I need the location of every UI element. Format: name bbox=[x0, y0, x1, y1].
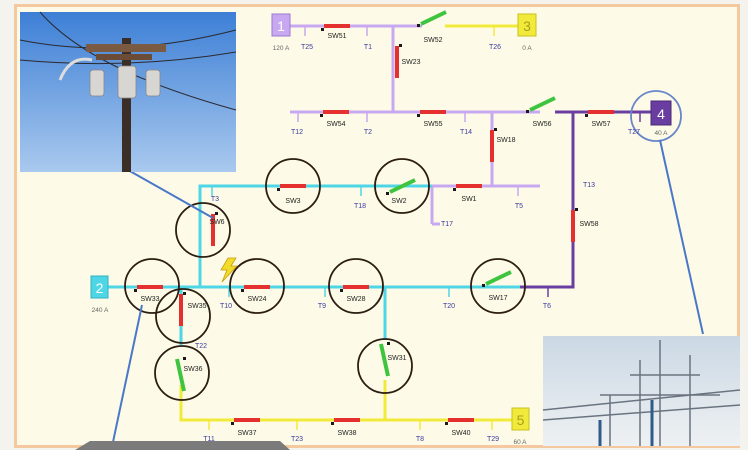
switch-label: SW52 bbox=[423, 37, 442, 44]
feeder-2-lines bbox=[108, 184, 520, 345]
switch-label: SW36 bbox=[183, 366, 202, 373]
terminal-t13: T13 bbox=[583, 182, 595, 189]
switch-sw2[interactable]: SW2 bbox=[386, 178, 416, 205]
source-5: 5 60 A bbox=[511, 407, 530, 446]
source-1-id: 1 bbox=[277, 18, 285, 34]
source-3: 3 0 A bbox=[517, 13, 537, 52]
terminal-t12: T12 bbox=[291, 129, 303, 136]
switch-sw56[interactable]: SW56 bbox=[526, 96, 556, 128]
switch-sw31[interactable]: SW31 bbox=[379, 342, 407, 377]
terminal-t26: T26 bbox=[489, 44, 501, 51]
switch-label: SW28 bbox=[346, 296, 365, 303]
source-5-current: 60 A bbox=[513, 439, 527, 446]
switch-sw6[interactable]: SW6 bbox=[209, 212, 225, 246]
terminal-t3: T3 bbox=[211, 196, 219, 203]
switch-label: SW17 bbox=[488, 295, 507, 302]
switch-sw17[interactable]: SW17 bbox=[482, 270, 512, 302]
highlight-circles bbox=[124, 90, 682, 401]
switch-sw38[interactable]: SW38 bbox=[331, 418, 360, 437]
substation-photo bbox=[542, 336, 741, 446]
source-3-current: 0 A bbox=[522, 45, 532, 52]
switch-sw40[interactable]: SW40 bbox=[445, 418, 474, 437]
switch-label: SW56 bbox=[532, 121, 551, 128]
terminal-t14: T14 bbox=[460, 129, 472, 136]
terminal-t17: T17 bbox=[441, 221, 453, 228]
switch-label: SW18 bbox=[496, 137, 515, 144]
switch-label: SW24 bbox=[247, 296, 266, 303]
switch-label: SW57 bbox=[591, 121, 610, 128]
switch-sw18[interactable]: SW18 bbox=[490, 128, 516, 162]
switch-label: SW2 bbox=[391, 198, 406, 205]
switch-label: SW35 bbox=[187, 303, 206, 310]
switch-label: SW58 bbox=[579, 221, 598, 228]
switch-label: SW37 bbox=[237, 430, 256, 437]
source-4-current: 40 A bbox=[654, 130, 668, 137]
source-5-id: 5 bbox=[517, 412, 525, 428]
switch-sw1[interactable]: SW1 bbox=[453, 184, 482, 203]
feeder-1-stubs bbox=[297, 26, 519, 196]
switch-label: SW23 bbox=[401, 59, 420, 66]
source-1-current: 120 A bbox=[273, 45, 290, 52]
feeder-5-lines bbox=[179, 380, 512, 422]
switch-sw55[interactable]: SW55 bbox=[417, 110, 446, 128]
switch-sw24[interactable]: SW24 bbox=[241, 285, 270, 303]
source-2-current: 240 A bbox=[92, 307, 109, 314]
source-3-id: 3 bbox=[523, 18, 531, 34]
feeder-4-lines bbox=[515, 110, 653, 289]
switch-sw57[interactable]: SW57 bbox=[585, 110, 614, 128]
fault-lightning-icon bbox=[220, 257, 238, 283]
terminal-t9: T9 bbox=[318, 303, 326, 310]
switch-label: SW40 bbox=[451, 430, 470, 437]
switch-sw3[interactable]: SW3 bbox=[277, 184, 306, 205]
source-1: 1 120 A bbox=[271, 13, 291, 52]
switch-sw33[interactable]: SW33 bbox=[134, 285, 163, 303]
terminal-t6: T6 bbox=[543, 303, 551, 310]
switch-label: SW31 bbox=[387, 355, 406, 362]
pole-photo bbox=[19, 11, 237, 172]
switch-label: SW3 bbox=[285, 198, 300, 205]
terminal-t25: T25 bbox=[301, 44, 313, 51]
switch-sw23[interactable]: SW23 bbox=[395, 44, 421, 78]
photo-edge bbox=[75, 441, 290, 450]
source-2: 2 240 A bbox=[90, 275, 109, 314]
terminal-t29: T29 bbox=[487, 436, 499, 443]
callout-lines bbox=[112, 139, 704, 443]
switch-sw58[interactable]: SW58 bbox=[571, 208, 599, 242]
switch-label: SW6 bbox=[209, 219, 224, 226]
switch-label: SW38 bbox=[337, 430, 356, 437]
source-2-id: 2 bbox=[96, 280, 104, 296]
terminal-t5: T5 bbox=[515, 203, 523, 210]
switch-sw37[interactable]: SW37 bbox=[231, 418, 260, 437]
terminal-t11: T11 bbox=[203, 436, 215, 443]
switch-sw52[interactable]: SW52 bbox=[417, 10, 447, 44]
terminal-t8: T8 bbox=[416, 436, 424, 443]
terminal-t18: T18 bbox=[354, 203, 366, 210]
terminal-t22: T22 bbox=[195, 343, 207, 350]
terminal-t10: T10 bbox=[220, 303, 232, 310]
switch-sw28[interactable]: SW28 bbox=[340, 285, 369, 303]
switch-label: SW51 bbox=[327, 33, 346, 40]
source-4-id: 4 bbox=[657, 106, 665, 122]
switch-sw35[interactable]: SW35 bbox=[179, 292, 207, 326]
switch-label: SW33 bbox=[140, 296, 159, 303]
terminal-t1: T1 bbox=[364, 44, 372, 51]
switch-label: SW1 bbox=[461, 196, 476, 203]
switch-sw51[interactable]: SW51 bbox=[321, 24, 350, 40]
switch-sw36[interactable]: SW36 bbox=[175, 357, 203, 392]
terminal-t27: T27 bbox=[628, 129, 640, 136]
source-4: 4 40 A bbox=[650, 100, 672, 137]
terminal-t20: T20 bbox=[443, 303, 455, 310]
terminal-t23: T23 bbox=[291, 436, 303, 443]
switch-label: SW55 bbox=[423, 121, 442, 128]
switch-sw54[interactable]: SW54 bbox=[320, 110, 349, 128]
terminal-t2: T2 bbox=[364, 129, 372, 136]
switch-label: SW54 bbox=[326, 121, 345, 128]
